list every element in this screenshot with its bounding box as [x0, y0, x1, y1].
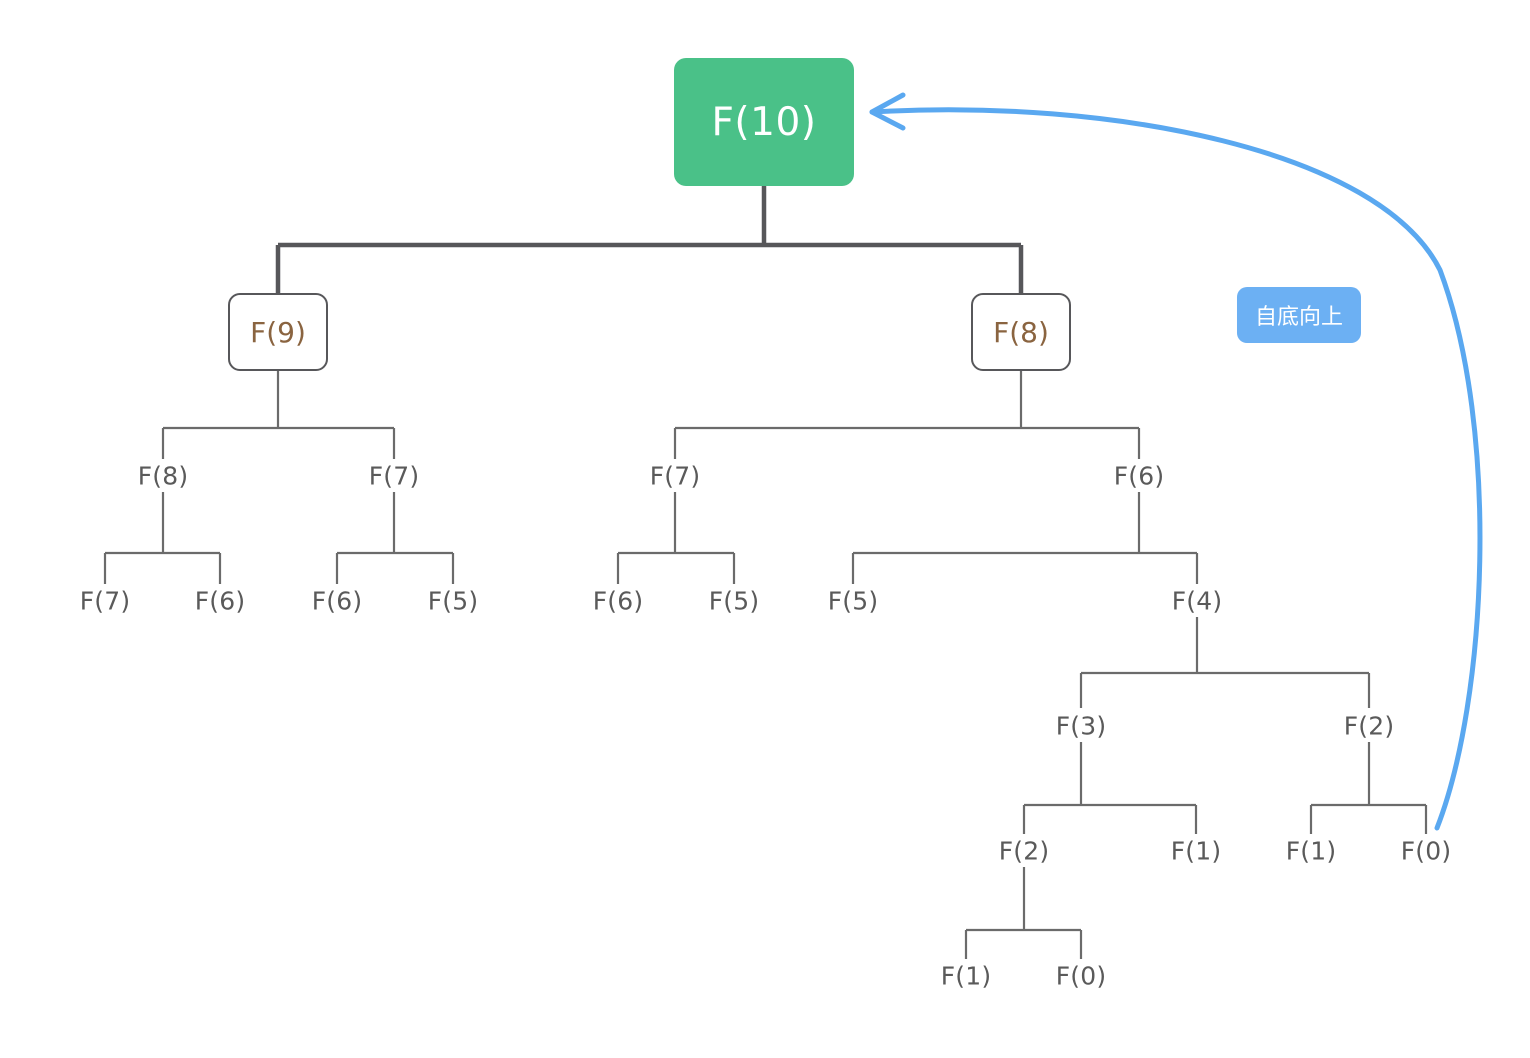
node-l5-f3[interactable]: F(3) [1055, 711, 1107, 741]
node-l4-f5[interactable]: F(5) [427, 586, 479, 616]
node-l3-f7b[interactable]: F(7) [649, 461, 701, 491]
node-l3-f6[interactable]: F(6) [1113, 461, 1165, 491]
node-l4-f6b[interactable]: F(6) [311, 586, 363, 616]
node-l4-f6c[interactable]: F(6) [592, 586, 644, 616]
node-l3-f8[interactable]: F(8) [137, 461, 189, 491]
node-l4-f6[interactable]: F(6) [194, 586, 246, 616]
bottom-up-arrow [869, 92, 1483, 831]
node-l4-f5c[interactable]: F(5) [827, 586, 879, 616]
edge-group-level2 [161, 371, 1141, 459]
node-root-label: F(10) [711, 99, 817, 145]
edge-group-level5 [1022, 742, 1428, 834]
node-f9-label: F(9) [250, 315, 306, 349]
node-l4-f7[interactable]: F(7) [79, 586, 131, 616]
node-root-f10[interactable]: F(10) [674, 58, 854, 186]
node-l6-f1[interactable]: F(1) [1170, 836, 1222, 866]
bottom-up-badge-label: 自底向上 [1254, 305, 1344, 330]
arrowhead-icon [869, 92, 906, 131]
node-l6-f2[interactable]: F(2) [998, 836, 1050, 866]
node-l7-f1[interactable]: F(1) [940, 961, 992, 991]
node-l4-f4[interactable]: F(4) [1171, 586, 1223, 616]
edge-group-f4 [1079, 617, 1371, 708]
node-l3-f7[interactable]: F(7) [368, 461, 420, 491]
bottom-up-badge[interactable]: 自底向上 [1236, 287, 1362, 343]
node-l4-f5b[interactable]: F(5) [708, 586, 760, 616]
node-l6-f0[interactable]: F(0) [1400, 836, 1452, 866]
node-f8-label: F(8) [993, 315, 1049, 349]
edge-group-root [275, 186, 1024, 293]
node-f8[interactable]: F(8) [971, 293, 1071, 371]
edge-group-level3 [103, 492, 1199, 584]
node-f9[interactable]: F(9) [228, 293, 328, 371]
node-l7-f0[interactable]: F(0) [1055, 961, 1107, 991]
edge-group-level6 [964, 867, 1083, 959]
node-l5-f2[interactable]: F(2) [1343, 711, 1395, 741]
node-l6-f1b[interactable]: F(1) [1285, 836, 1337, 866]
